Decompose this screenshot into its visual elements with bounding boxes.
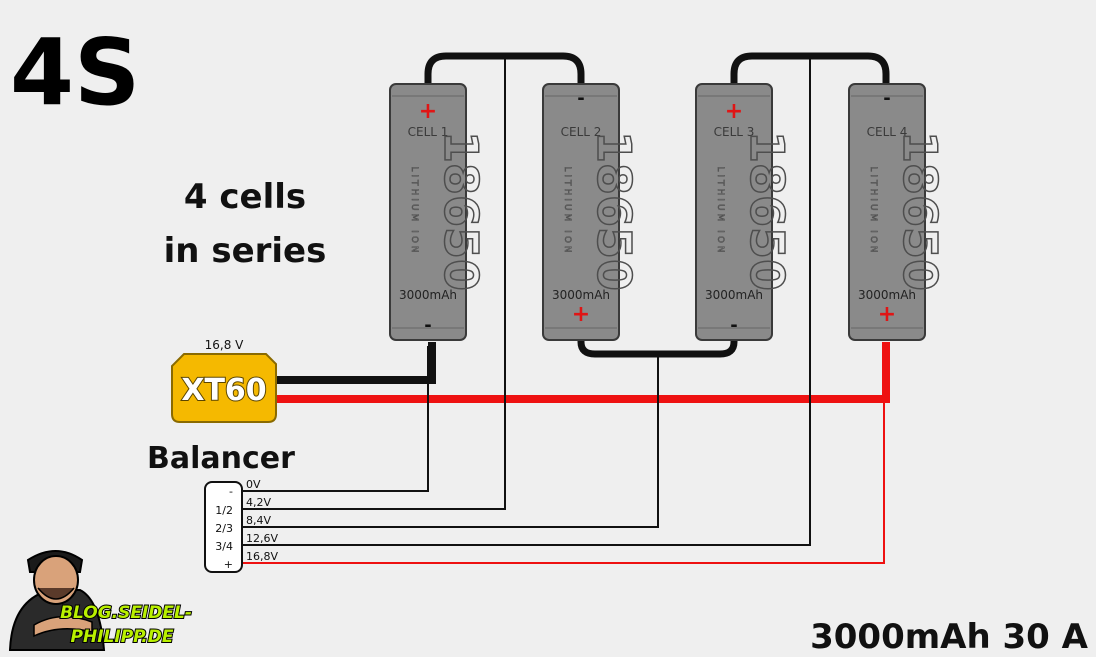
balancer-pin-4: + bbox=[224, 558, 233, 571]
balancer-pin-0: - bbox=[229, 485, 233, 498]
cell-3-label: CELL 3 bbox=[714, 125, 755, 139]
xt60-voltage: 16,8 V bbox=[205, 338, 245, 352]
cell-4-type: LITHIUM ION bbox=[868, 166, 878, 255]
cell-2-brand: 18650 bbox=[587, 131, 641, 291]
cell-1-type: LITHIUM ION bbox=[409, 166, 419, 255]
link-cell1-cell2 bbox=[424, 52, 585, 84]
logo-text-line1: BLOG.SEIDEL- bbox=[60, 603, 192, 623]
cell-3: + CELL 3 18650 LITHIUM ION 3000mAh - bbox=[695, 83, 795, 341]
cell-1: + CELL 1 18650 LITHIUM ION 3000mAh - bbox=[389, 83, 489, 341]
cell-3-bottom-terminal: - bbox=[730, 315, 737, 336]
xt60-connector: XT60 bbox=[171, 353, 277, 423]
link-cell3-cell4 bbox=[730, 52, 890, 84]
balancer-pin-2: 2/3 bbox=[215, 522, 233, 535]
cell-1-capacity: 3000mAh bbox=[399, 288, 457, 302]
subtitle-line2: in series bbox=[164, 231, 327, 271]
cell-2-capacity: 3000mAh bbox=[552, 288, 610, 302]
balancer-pin-1: 1/2 bbox=[215, 504, 233, 517]
cell-1-brand: 18650 bbox=[434, 131, 488, 291]
logo-text-line2: PHILIPP.DE bbox=[71, 627, 174, 647]
cell-4-capacity: 3000mAh bbox=[858, 288, 916, 302]
cell-4-bottom-terminal: + bbox=[878, 302, 896, 327]
subtitle-line1: 4 cells bbox=[184, 177, 306, 217]
cell-2-top-terminal: - bbox=[577, 88, 584, 109]
main-negative-lead bbox=[268, 342, 436, 384]
cell-2-type: LITHIUM ION bbox=[562, 166, 572, 255]
cell-3-brand: 18650 bbox=[740, 131, 794, 291]
cell-1-bottom-terminal: - bbox=[424, 315, 431, 336]
balance-lead-0 bbox=[240, 346, 429, 492]
balance-lead-4 bbox=[240, 402, 885, 564]
cell-1-label: CELL 1 bbox=[408, 125, 449, 139]
balancer-label: Balancer bbox=[147, 441, 295, 476]
blog-logo: BLOG.SEIDEL- PHILIPP.DE bbox=[8, 550, 193, 651]
balance-lead-2 bbox=[240, 356, 659, 528]
cell-3-top-terminal: + bbox=[725, 99, 743, 124]
spec-label: 3000mAh 30 A bbox=[810, 617, 1089, 657]
link-cell2-cell3 bbox=[577, 336, 738, 358]
balancer-voltage-0: 0V bbox=[246, 478, 261, 491]
balancer-voltage-4: 16,8V bbox=[246, 550, 278, 563]
cell-3-type: LITHIUM ION bbox=[715, 166, 725, 255]
balancer-voltage-2: 8,4V bbox=[246, 514, 271, 527]
balancer-pin-3: 3/4 bbox=[215, 540, 233, 553]
balancer-voltage-1: 4,2V bbox=[246, 496, 271, 509]
balance-lead-3 bbox=[240, 58, 811, 546]
balancer-plug bbox=[204, 481, 243, 573]
cell-2-label: CELL 2 bbox=[561, 125, 602, 139]
cells-group: + CELL 1 18650 LITHIUM ION 3000mAh - - C… bbox=[389, 83, 948, 341]
main-positive-lead bbox=[268, 342, 890, 403]
cell-4-brand: 18650 bbox=[893, 131, 947, 291]
cell-4-label: CELL 4 bbox=[867, 125, 908, 139]
balance-lead-1 bbox=[240, 58, 506, 510]
title: 4S bbox=[10, 19, 140, 126]
balancer-voltage-3: 12,6V bbox=[246, 532, 278, 545]
cell-2-bottom-terminal: + bbox=[572, 302, 590, 327]
cell-1-top-terminal: + bbox=[419, 99, 437, 124]
cell-3-capacity: 3000mAh bbox=[705, 288, 763, 302]
cell-4-top-terminal: - bbox=[883, 88, 890, 109]
xt60-label: XT60 bbox=[181, 373, 266, 408]
cell-2: - CELL 2 18650 LITHIUM ION 3000mAh + bbox=[542, 83, 642, 341]
cell-4: - CELL 4 18650 LITHIUM ION 3000mAh + bbox=[848, 83, 948, 341]
